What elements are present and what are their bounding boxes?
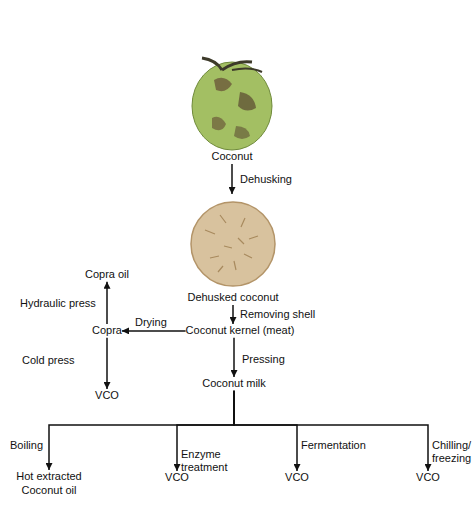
flow-arrow (231, 164, 233, 194)
step-label: Boiling (10, 439, 43, 452)
process-label: Copra (92, 324, 122, 338)
node-text: VCO (416, 471, 440, 485)
coconut-stalk (232, 68, 262, 72)
node-text: Hot extracted Coconut oil (9, 470, 89, 498)
node-text: Coconut (212, 150, 253, 164)
flow-arrow (122, 330, 186, 332)
process-label: Coconut kernel (meat) (186, 324, 295, 338)
node-text: VCO (285, 471, 309, 485)
flow-arrow (106, 338, 108, 389)
step-label: Dehusking (240, 173, 292, 186)
flow-arrow (232, 305, 234, 324)
coconut-patch (212, 117, 226, 130)
step-label: Pressing (242, 353, 285, 366)
coconut-patch (234, 126, 250, 139)
coconut-body (192, 62, 272, 150)
step-label: Cold press (22, 354, 75, 367)
process-label: VCO (416, 471, 440, 485)
dehusked-coconut-illustration (191, 202, 275, 286)
node-text: Copra (92, 324, 122, 338)
pictured-stage: Coconut (172, 52, 292, 164)
process-label: Copra oil (85, 268, 129, 282)
coconut-illustration (192, 58, 272, 150)
coconut-patch (214, 78, 232, 91)
step-label: Enzyme treatment (181, 448, 237, 474)
step-label: Chilling/ freezing (432, 439, 474, 465)
process-label: VCO (95, 389, 119, 403)
flow-arrow (233, 338, 235, 377)
process-label: VCO (285, 471, 309, 485)
step-label: Drying (135, 316, 167, 329)
node-text: Coconut milk (202, 377, 266, 391)
step-label: Hydraulic press (20, 297, 96, 310)
node-text: VCO (95, 389, 119, 403)
node-text: Dehusked coconut (187, 291, 278, 305)
flow-arrow (234, 391, 297, 471)
process-label: Hot extracted Coconut oil (9, 470, 89, 498)
husk-fibres (205, 215, 258, 272)
node-text: Coconut kernel (meat) (186, 324, 295, 338)
flow-arrow (106, 282, 108, 324)
pictured-stage: Dehusked coconut (168, 194, 298, 305)
flow-arrow (234, 391, 428, 471)
step-label: Fermentation (301, 439, 366, 452)
coconut-patch (238, 92, 256, 111)
process-label: Coconut milk (202, 377, 266, 391)
dehusked-coconut-body (191, 202, 275, 286)
step-label: Removing shell (240, 308, 315, 321)
node-text: Copra oil (85, 268, 129, 282)
